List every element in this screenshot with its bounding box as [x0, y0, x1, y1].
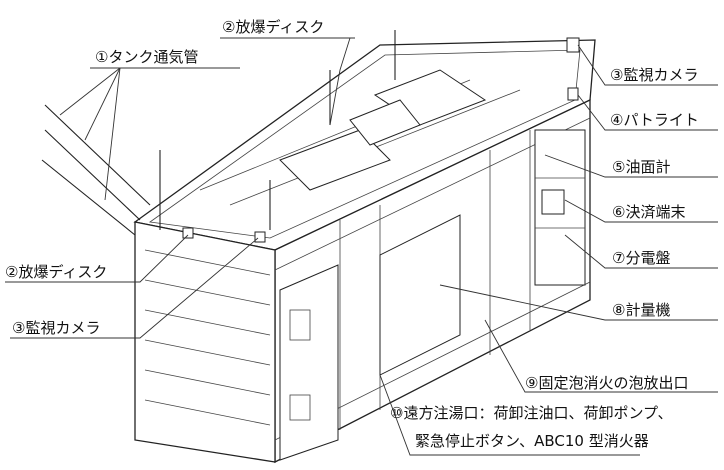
label-payment-terminal: ⑥決済端末	[612, 203, 685, 221]
label-remote-port-line2: 緊急停止ボタン、ABC10 型消火器	[415, 432, 649, 450]
camera-icon	[566, 37, 580, 53]
label-camera-right: ③監視カメラ	[610, 66, 698, 84]
label-meter: ⑧計量機	[612, 301, 670, 319]
patlite-icon	[567, 87, 579, 101]
front-end	[134, 221, 276, 463]
label-distribution-board: ⑦分電盤	[612, 249, 670, 267]
leader-lines	[5, 37, 718, 456]
burst-disk-left-icon	[182, 227, 194, 239]
label-level-gauge: ⑤油面計	[612, 158, 670, 176]
payment-terminal-screen	[541, 189, 565, 215]
label-remote-port-line1: ⑩遠方注湯口：荷卸注油口、荷卸ポンプ、	[390, 404, 673, 422]
front-door	[279, 264, 339, 461]
label-foam-outlet: ⑨固定泡消火の泡放出口	[525, 374, 688, 392]
label-patlite: ④パトライト	[610, 111, 699, 129]
label-burst-disk-left: ②放爆ディスク	[5, 263, 107, 281]
label-vent-pipe: ①タンク通気管	[95, 48, 198, 66]
vent-pipes	[41, 30, 396, 236]
label-camera-left: ③監視カメラ	[12, 319, 100, 337]
camera-left-icon	[254, 231, 266, 243]
container-drawing	[41, 30, 596, 464]
meter-box	[379, 214, 461, 376]
label-burst-disk-top: ②放爆ディスク	[222, 18, 324, 36]
